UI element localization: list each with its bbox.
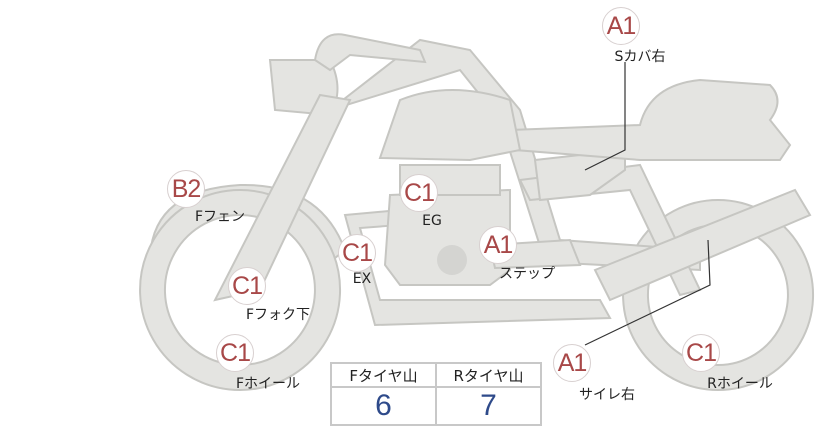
fuel-tank bbox=[378, 89, 522, 162]
grade-badge: A1 bbox=[602, 7, 640, 45]
part-label: Rホイール bbox=[707, 376, 773, 392]
engine bbox=[383, 188, 511, 286]
part-label: Fフェン bbox=[194, 209, 246, 225]
grade-badge: C1 bbox=[228, 267, 266, 305]
muffler bbox=[593, 188, 812, 302]
grade-badge: C1 bbox=[216, 334, 254, 372]
part-label: EG bbox=[422, 213, 442, 229]
part-label: サイレ右 bbox=[579, 387, 635, 403]
front-tire-value: 6 bbox=[330, 386, 437, 426]
rear-tire-value: 7 bbox=[435, 386, 542, 426]
grade-badge: A1 bbox=[553, 344, 591, 382]
handlebar bbox=[313, 33, 427, 72]
seat bbox=[508, 78, 792, 161]
part-label: ステップ bbox=[499, 266, 555, 282]
grade-badge: C1 bbox=[682, 334, 720, 372]
part-label: EX bbox=[352, 271, 372, 287]
grade-badge: C1 bbox=[400, 174, 438, 212]
tire-tread-table: Fタイヤ山 Rタイヤ山 6 7 bbox=[330, 362, 542, 426]
part-label: Fフォク下 bbox=[245, 307, 311, 323]
rear-tire-header: Rタイヤ山 bbox=[435, 362, 542, 388]
rear-frame bbox=[518, 163, 702, 297]
part-label: Sカバ右 bbox=[614, 49, 666, 65]
grade-badge: A1 bbox=[479, 226, 517, 264]
front-tire-header: Fタイヤ山 bbox=[330, 362, 437, 388]
grade-badge: B2 bbox=[167, 170, 205, 208]
part-label: Fホイール bbox=[235, 376, 301, 392]
grade-badge: C1 bbox=[338, 234, 376, 272]
